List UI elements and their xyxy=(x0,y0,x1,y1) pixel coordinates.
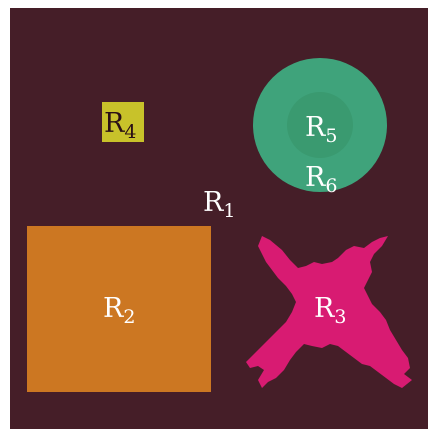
region-label-r3: R3 xyxy=(314,293,346,328)
region-r3-blob xyxy=(246,236,412,388)
region-r2-square xyxy=(27,226,211,392)
region-r5-disk xyxy=(287,92,353,158)
region-label-r2: R2 xyxy=(103,293,135,328)
region-label-r6: R6 xyxy=(305,162,337,197)
region-label-r5: R5 xyxy=(305,112,337,147)
region-label-r1: R1 xyxy=(203,187,235,222)
region-r4-square xyxy=(102,102,144,142)
region-label-r4: R4 xyxy=(104,108,136,143)
